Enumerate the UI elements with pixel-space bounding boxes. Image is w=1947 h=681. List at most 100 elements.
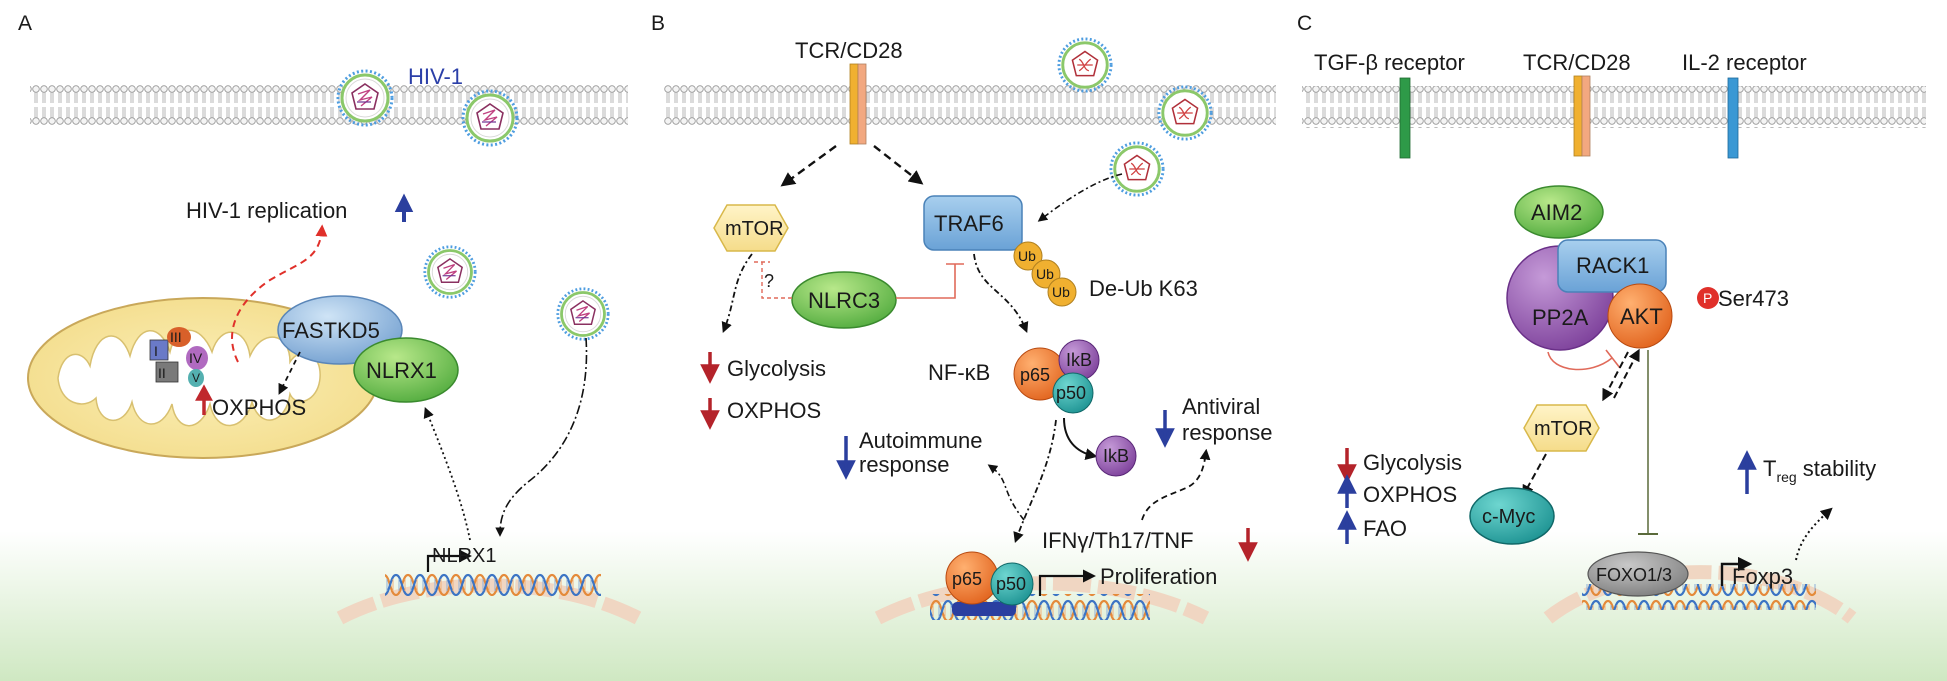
mtor-to-metabolism-arrow bbox=[721, 253, 753, 334]
p65-nuclear-label: p65 bbox=[952, 569, 982, 589]
transcription-start-icon bbox=[1720, 556, 1753, 586]
glycolysis-label-b: Glycolysis bbox=[727, 356, 826, 381]
panel-b: B TCR/CD28 mTOR TRAF6 Ub Ub Ub De-Ub K63… bbox=[651, 12, 1276, 625]
akt-to-mtor-arrow bbox=[1602, 351, 1629, 402]
deub-label: De-Ub K63 bbox=[1089, 276, 1198, 301]
mtor-node-c bbox=[1523, 404, 1600, 452]
mtor-label-c: mTOR bbox=[1534, 418, 1593, 440]
panel-a-label: A bbox=[18, 12, 32, 35]
virus-to-nucleus-arrow bbox=[495, 337, 588, 537]
ikb-release-arrow bbox=[1063, 417, 1098, 461]
il2-receptor-bar bbox=[1727, 77, 1739, 159]
p50-label: p50 bbox=[1056, 383, 1086, 403]
glycolysis-label-c: Glycolysis bbox=[1363, 450, 1462, 475]
ikb-free-label: IkB bbox=[1103, 446, 1129, 466]
p50-nuclear-protein bbox=[990, 562, 1034, 606]
up-arrow-icon bbox=[195, 384, 213, 415]
nlrc3-inhibits-mtor bbox=[754, 261, 792, 299]
complex-iii-label: III bbox=[170, 329, 182, 345]
cmyc-label: c-Myc bbox=[1482, 506, 1535, 528]
proliferation-label: Proliferation bbox=[1100, 564, 1217, 589]
oxphos-to-replication-arrow bbox=[231, 224, 328, 363]
to-autoimmune-arrow bbox=[987, 464, 1025, 521]
down-arrow-icon bbox=[1337, 448, 1357, 484]
rack1-label: RACK1 bbox=[1576, 253, 1649, 278]
nlrc3-label: NLRC3 bbox=[808, 288, 880, 313]
akt-protein bbox=[1607, 283, 1673, 349]
oxphos-label-c: OXPHOS bbox=[1363, 482, 1457, 507]
antiviral-label-1: Antiviral bbox=[1182, 394, 1260, 419]
dna-a bbox=[385, 570, 601, 596]
antiviral-label-2: response bbox=[1182, 420, 1273, 445]
rack1-protein bbox=[1557, 239, 1667, 293]
phospho-label: P bbox=[1703, 290, 1712, 306]
panel-c-label: C bbox=[1297, 12, 1312, 35]
traf6-label: TRAF6 bbox=[934, 211, 1004, 236]
tcr-bar bbox=[849, 63, 859, 145]
tcr-to-traf6-arrow bbox=[873, 145, 924, 185]
ikb-free-protein bbox=[1095, 435, 1137, 477]
nfkb-to-nucleus-arrow bbox=[1013, 419, 1057, 544]
down-arrow-icon bbox=[1238, 528, 1258, 562]
traf6-to-nfkb-arrow bbox=[973, 253, 1029, 334]
ubiquitin bbox=[1047, 277, 1077, 307]
p50-nuclear-label: p50 bbox=[996, 574, 1026, 594]
complex-i-label: I bbox=[154, 343, 158, 359]
tcr-label-b: TCR/CD28 bbox=[795, 38, 903, 63]
complex-v bbox=[188, 369, 204, 387]
foxp3-label: Foxp3 bbox=[1732, 564, 1793, 589]
ikb-label: IkB bbox=[1066, 350, 1092, 370]
oxphos-label-b: OXPHOS bbox=[727, 398, 821, 423]
hiv-replication-label: HIV-1 replication bbox=[186, 198, 347, 223]
aim2-label: AIM2 bbox=[1531, 200, 1582, 225]
nucleus-envelope-b bbox=[874, 576, 1210, 625]
autoimmune-label-2: response bbox=[859, 452, 950, 477]
down-arrow-icon bbox=[700, 352, 720, 384]
p50-protein bbox=[1052, 372, 1094, 414]
tcr-label-c: TCR/CD28 bbox=[1523, 50, 1631, 75]
mtor-label-b: mTOR bbox=[725, 218, 784, 240]
down-arrow-icon bbox=[700, 398, 720, 430]
foxo-protein bbox=[1587, 551, 1689, 597]
fao-label: FAO bbox=[1363, 516, 1407, 541]
treg-label: Treg stability bbox=[1763, 456, 1876, 485]
tcr-to-mtor-arrow bbox=[780, 145, 837, 187]
akt-label: AKT bbox=[1620, 304, 1663, 329]
membrane-c bbox=[1302, 86, 1926, 128]
up-arrow-icon bbox=[1737, 450, 1757, 494]
ub-label: Ub bbox=[1052, 284, 1070, 300]
traf6-node bbox=[923, 195, 1023, 251]
ubiquitin bbox=[1013, 241, 1043, 271]
aim2-protein bbox=[1514, 185, 1604, 239]
mtor-to-cmyc-arrow bbox=[1522, 453, 1547, 498]
complex-ii-label: II bbox=[158, 365, 166, 381]
tgfb-receptor-bar bbox=[1399, 77, 1411, 159]
nlrx1-protein bbox=[353, 337, 459, 403]
cd28-bar bbox=[857, 63, 867, 145]
ub-label: Ub bbox=[1018, 248, 1036, 264]
pp2a-inhibits-akt bbox=[1547, 349, 1621, 371]
complex-i bbox=[149, 339, 169, 361]
tgfb-label: TGF-β receptor bbox=[1314, 50, 1465, 75]
cmyc-protein bbox=[1469, 487, 1555, 545]
nlrx1-label: NLRX1 bbox=[366, 358, 437, 383]
cd28-bar-c bbox=[1581, 75, 1591, 157]
p65-label: p65 bbox=[1020, 365, 1050, 385]
virus-to-traf6-arrow bbox=[1037, 173, 1123, 222]
transcription-start-icon bbox=[426, 549, 472, 572]
panel-a: A HIV-1 HIV-1 replication I II III IV V … bbox=[18, 12, 642, 625]
panel-b-label: B bbox=[651, 12, 665, 35]
foxp3-to-treg-arrow bbox=[1795, 507, 1833, 561]
fastkd5-label: FASTKD5 bbox=[282, 318, 380, 343]
promoter-site bbox=[952, 602, 1016, 616]
complex-iv-label: IV bbox=[189, 350, 203, 366]
up-arrow-icon bbox=[394, 193, 414, 222]
down-arrow-icon bbox=[1155, 410, 1175, 448]
panel-c: C TGF-β receptor TCR/CD28 IL-2 receptor … bbox=[1297, 12, 1926, 624]
ser473-label: Ser473 bbox=[1718, 286, 1789, 311]
nlrc3-inhibits-traf6 bbox=[896, 263, 964, 299]
question-label: ? bbox=[764, 271, 774, 291]
down-arrow-icon bbox=[836, 436, 856, 480]
foxo-label: FOXO1/3 bbox=[1596, 565, 1672, 585]
